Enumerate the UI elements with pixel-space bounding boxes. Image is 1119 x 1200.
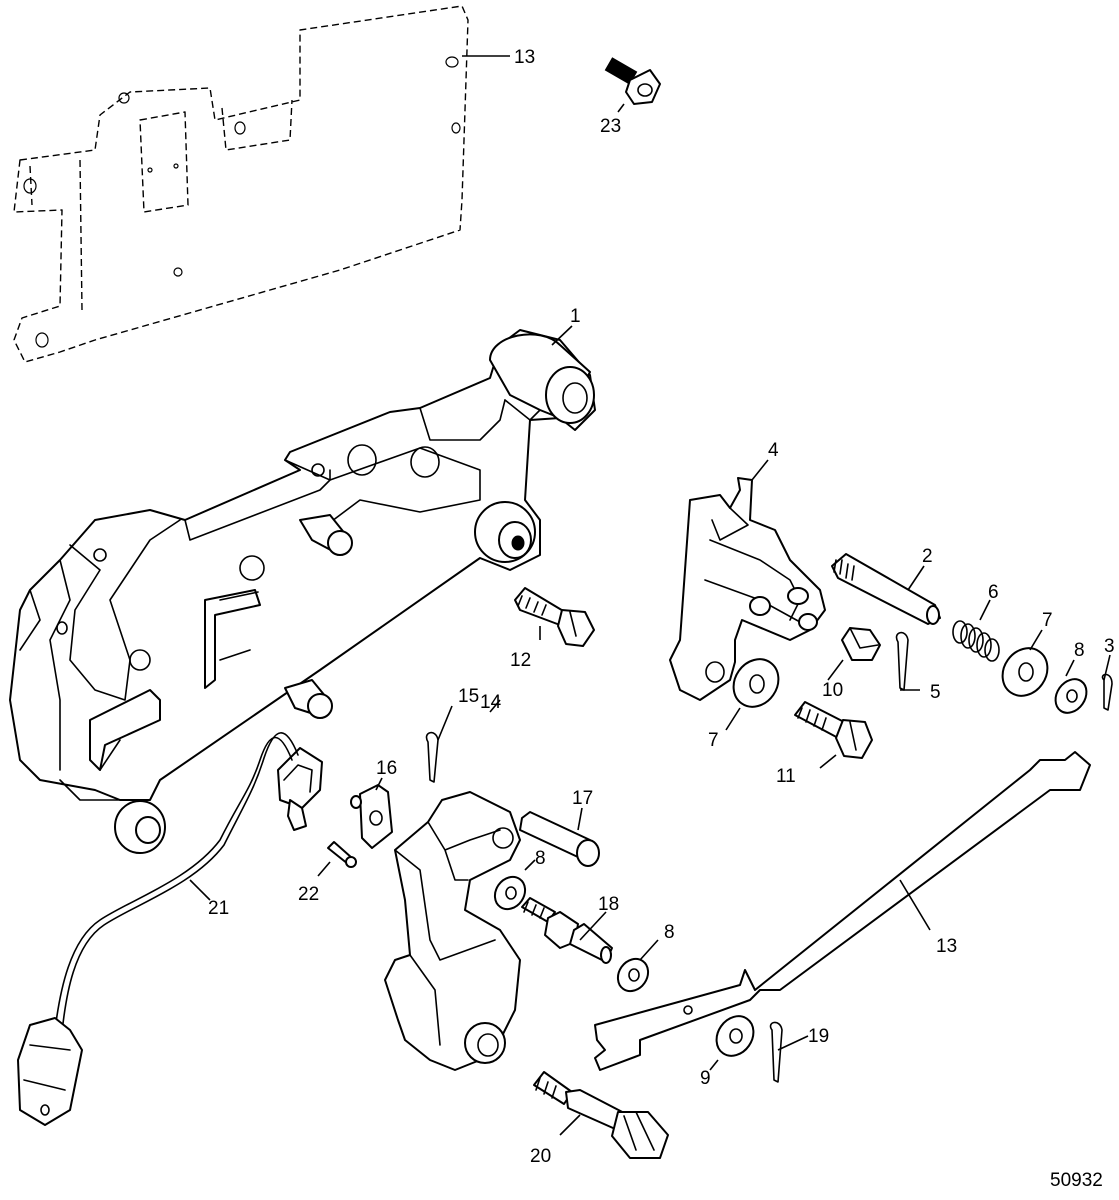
callout-11: 12 bbox=[510, 650, 531, 671]
part-15-clip bbox=[350, 784, 393, 849]
callout-22: 22 bbox=[298, 884, 319, 905]
part-12-link-rod bbox=[594, 751, 1091, 1071]
callout-2: 2 bbox=[922, 546, 933, 567]
callout-1: 1 bbox=[570, 306, 581, 327]
part-6-spring bbox=[952, 620, 1000, 662]
callout-8-b: 8 bbox=[535, 848, 546, 869]
part-8-washer-c bbox=[616, 957, 650, 993]
part-7-washer-right bbox=[1001, 647, 1049, 697]
part-22-screw bbox=[327, 841, 357, 868]
part-14-cotter-pin bbox=[425, 731, 439, 783]
callout-15: 16 bbox=[376, 758, 397, 779]
part-5-cotter-pin bbox=[895, 631, 909, 691]
part-11-bolt bbox=[514, 587, 595, 647]
part-9-bumper bbox=[841, 627, 881, 661]
callout-10: 11 bbox=[776, 766, 796, 787]
callout-7-left: 7 bbox=[708, 730, 719, 751]
callout-8-d: 9 bbox=[700, 1068, 711, 1089]
callout-7-right: 7 bbox=[1042, 610, 1053, 631]
callout-16: 17 bbox=[572, 788, 593, 809]
mounting-plate-phantom bbox=[13, 5, 469, 363]
callout-13: 14 bbox=[480, 692, 502, 713]
part-18-cotter-pin bbox=[769, 1021, 783, 1083]
reference-number: 50932 bbox=[1050, 1170, 1103, 1191]
part-19-shoulder-bolt bbox=[533, 1071, 669, 1159]
part-8-washer-d bbox=[715, 1015, 755, 1057]
callout-3: 3 bbox=[1104, 636, 1115, 657]
callout-9: 10 bbox=[822, 680, 843, 701]
part-16-pin bbox=[519, 811, 600, 867]
part-4-lever bbox=[669, 477, 826, 701]
part-8-washer-b bbox=[493, 875, 527, 911]
leader-lines bbox=[189, 55, 1111, 1136]
callout-21: 21 bbox=[208, 898, 229, 919]
callout-12: 13 bbox=[936, 936, 957, 957]
callout-23: 23 bbox=[600, 116, 621, 137]
part-1-bracket bbox=[9, 329, 596, 854]
callout-19: 20 bbox=[530, 1146, 551, 1167]
callout-8-c: 8 bbox=[664, 922, 675, 943]
callout-18: 19 bbox=[808, 1026, 829, 1047]
part-7-washer-left bbox=[732, 658, 780, 708]
callout-8-right: 8 bbox=[1074, 640, 1085, 661]
part-2-pin bbox=[831, 553, 941, 625]
callout-labels: 13 23 1 4 2 6 7 8 3 10 5 7 11 12 15 14 1… bbox=[208, 47, 1115, 1191]
callout-5: 5 bbox=[930, 682, 941, 703]
part-21-sensor-harness bbox=[17, 732, 323, 1126]
part-10-bolt bbox=[794, 701, 873, 759]
part-13-lever bbox=[384, 791, 521, 1071]
callout-6: 6 bbox=[988, 582, 999, 603]
part-8-washer-a bbox=[1054, 678, 1088, 714]
callout-17: 18 bbox=[598, 894, 619, 915]
part-17-stud bbox=[521, 897, 613, 964]
callout-14: 15 bbox=[458, 686, 479, 707]
part-23-bolt bbox=[604, 57, 661, 105]
callout-4: 4 bbox=[768, 440, 779, 461]
part-3-cotter-pin bbox=[1101, 673, 1113, 711]
callout-20: 13 bbox=[514, 47, 535, 68]
